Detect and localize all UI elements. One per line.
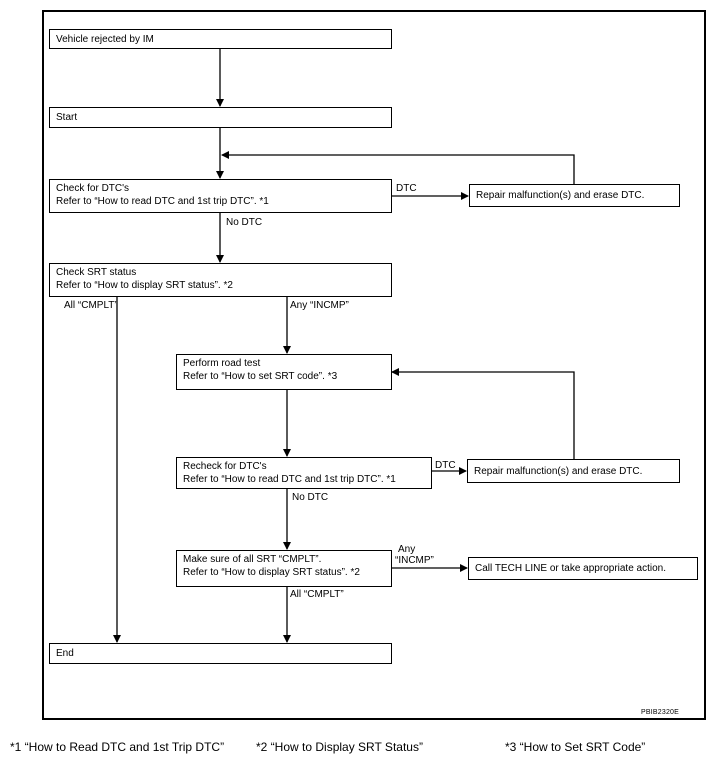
label-no-dtc-1: No DTC [226,217,263,228]
footnote-2: *2 “How to Display SRT Status” [256,740,423,754]
label-any-incmp-1: Any “INCMP” [290,300,349,311]
label-all-cmplt-1: All “CMPLT” [64,300,118,311]
box-tech-line: Call TECH LINE or take appropriate actio… [468,557,698,580]
box-repair-2: Repair malfunction(s) and erase DTC. [467,459,680,483]
box-recheck-dtc-ref: Refer to “How to read DTC and 1st trip D… [183,474,396,485]
box-start-text: Start [56,112,78,123]
box-recheck-dtc: Recheck for DTC's Refer to “How to read … [176,457,432,489]
box-make-sure-srt-title: Make sure of all SRT “CMPLT”. [183,554,322,565]
footnote-3: *3 “How to Set SRT Code” [505,740,646,754]
label-dtc-2: DTC [435,460,456,471]
box-road-test-title: Perform road test [183,358,261,369]
box-check-srt-ref: Refer to “How to display SRT status”. *2 [56,280,233,291]
box-start: Start [49,107,392,128]
box-tech-line-text: Call TECH LINE or take appropriate actio… [475,563,667,574]
label-all-cmplt-2: All “CMPLT” [290,589,344,600]
box-check-srt: Check SRT status Refer to “How to displa… [49,263,392,297]
box-make-sure-srt-ref: Refer to “How to display SRT status”. *2 [183,567,360,578]
label-any-incmp-2a: Any [398,544,416,555]
box-check-dtc: Check for DTC's Refer to “How to read DT… [49,179,392,213]
arrow-repair1-loop [221,151,575,184]
box-repair-1-text: Repair malfunction(s) and erase DTC. [476,190,645,201]
figure-code: PBIB2320E [641,709,679,716]
box-repair-1: Repair malfunction(s) and erase DTC. [469,184,680,207]
box-road-test-ref: Refer to “How to set SRT code”. *3 [183,371,338,382]
box-road-test: Perform road test Refer to “How to set S… [176,354,392,390]
box-end: End [49,643,392,664]
label-dtc-1: DTC [396,183,417,194]
footnote-1: *1 “How to Read DTC and 1st Trip DTC” [10,740,225,754]
box-vehicle-rejected-text: Vehicle rejected by IM [56,33,154,45]
arrow-repair2-loop [391,368,575,459]
box-vehicle-rejected: Vehicle rejected by IM [49,29,392,49]
box-check-dtc-title: Check for DTC's [56,183,130,194]
flowchart-frame [42,10,706,720]
box-recheck-dtc-title: Recheck for DTC's [183,461,267,472]
box-check-dtc-ref: Refer to “How to read DTC and 1st trip D… [56,196,269,207]
box-make-sure-srt: Make sure of all SRT “CMPLT”. Refer to “… [176,550,392,587]
box-check-srt-title: Check SRT status [56,267,137,278]
label-no-dtc-2: No DTC [292,492,329,503]
label-any-incmp-2b: “INCMP” [395,555,434,566]
box-end-text: End [56,648,74,659]
box-repair-2-text: Repair malfunction(s) and erase DTC. [474,465,643,477]
